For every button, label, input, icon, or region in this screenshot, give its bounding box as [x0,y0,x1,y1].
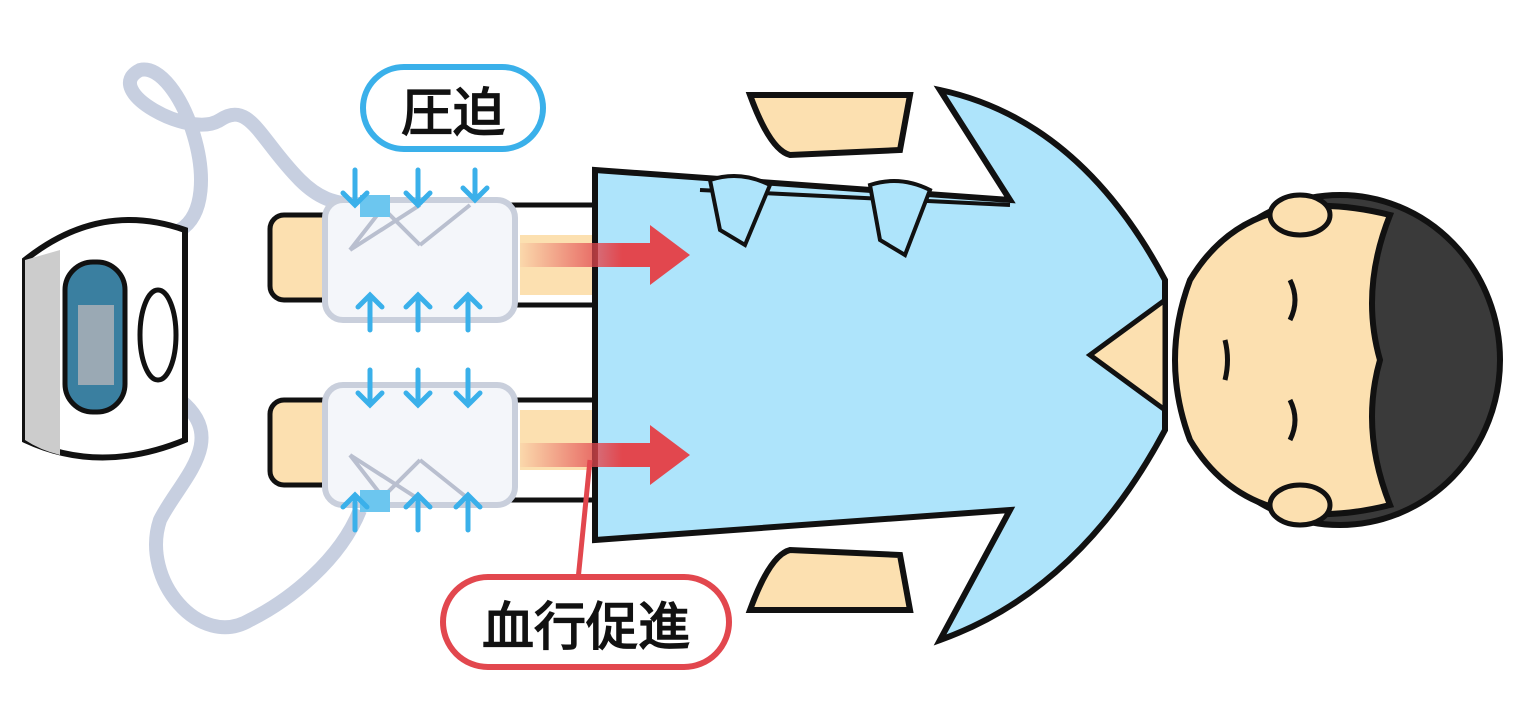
arms [745,92,914,613]
arrow-down-icon [355,367,385,409]
gown-ties [707,174,933,258]
gown [592,85,1168,646]
label-connector [575,459,593,581]
arrow-up-icon [403,491,433,533]
arrow-up-icon [340,491,370,533]
circulation-label-text: 血行促進 [481,597,690,658]
arrow-right-icon [520,425,690,485]
compression-label: 圧迫 [360,64,546,152]
arrow-right-icon [520,225,690,285]
arrow-down-icon [403,167,433,209]
arrow-down-icon [460,167,490,204]
arrow-up-icon [403,291,433,333]
compression-arrows [340,167,490,533]
device-button [137,287,179,383]
arrow-up-icon [453,291,483,333]
air-tubes [123,62,374,634]
compression-label-text: 圧迫 [400,83,505,144]
leg-wraps [322,195,518,512]
arrow-down-icon [403,367,433,409]
arrow-up-icon [453,491,483,533]
circulation-arrows [520,225,690,581]
arrow-down-icon [453,367,483,409]
head [1172,192,1503,528]
circulation-label: 血行促進 [440,574,732,670]
arrow-up-icon [355,291,385,333]
compression-device [22,217,188,461]
closed-eyes [1222,278,1298,442]
arrow-down-icon [340,167,370,209]
